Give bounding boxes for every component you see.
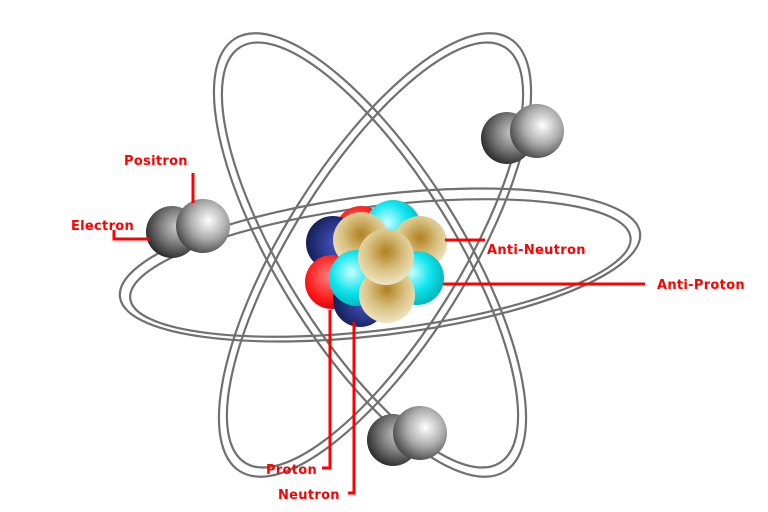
label-proton: Proton: [266, 463, 317, 478]
positron-sphere: [176, 199, 230, 253]
orbit-tilted-left: [212, 32, 528, 478]
label-neutron: Neutron: [278, 488, 340, 503]
leader-lines: [112, 173, 645, 495]
positron-sphere-top: [510, 104, 564, 158]
anti-neutron-sphere: [358, 229, 414, 285]
orbits: [118, 32, 642, 478]
labels: Positron Electron Anti-Neutron Anti-Prot…: [71, 154, 745, 503]
label-positron: Positron: [124, 154, 188, 169]
leptons: [146, 104, 564, 466]
label-electron: Electron: [71, 219, 134, 234]
orbit-tilted-right: [217, 32, 533, 478]
proton-leader: [322, 310, 332, 470]
positron-sphere-bottom: [393, 406, 447, 460]
orbit-horizontal: [118, 187, 642, 343]
label-anti-proton: Anti-Proton: [657, 278, 745, 293]
label-anti-neutron: Anti-Neutron: [487, 243, 586, 258]
neutron-leader: [348, 322, 356, 495]
nucleus: [305, 200, 447, 327]
electron-leader: [112, 230, 150, 241]
